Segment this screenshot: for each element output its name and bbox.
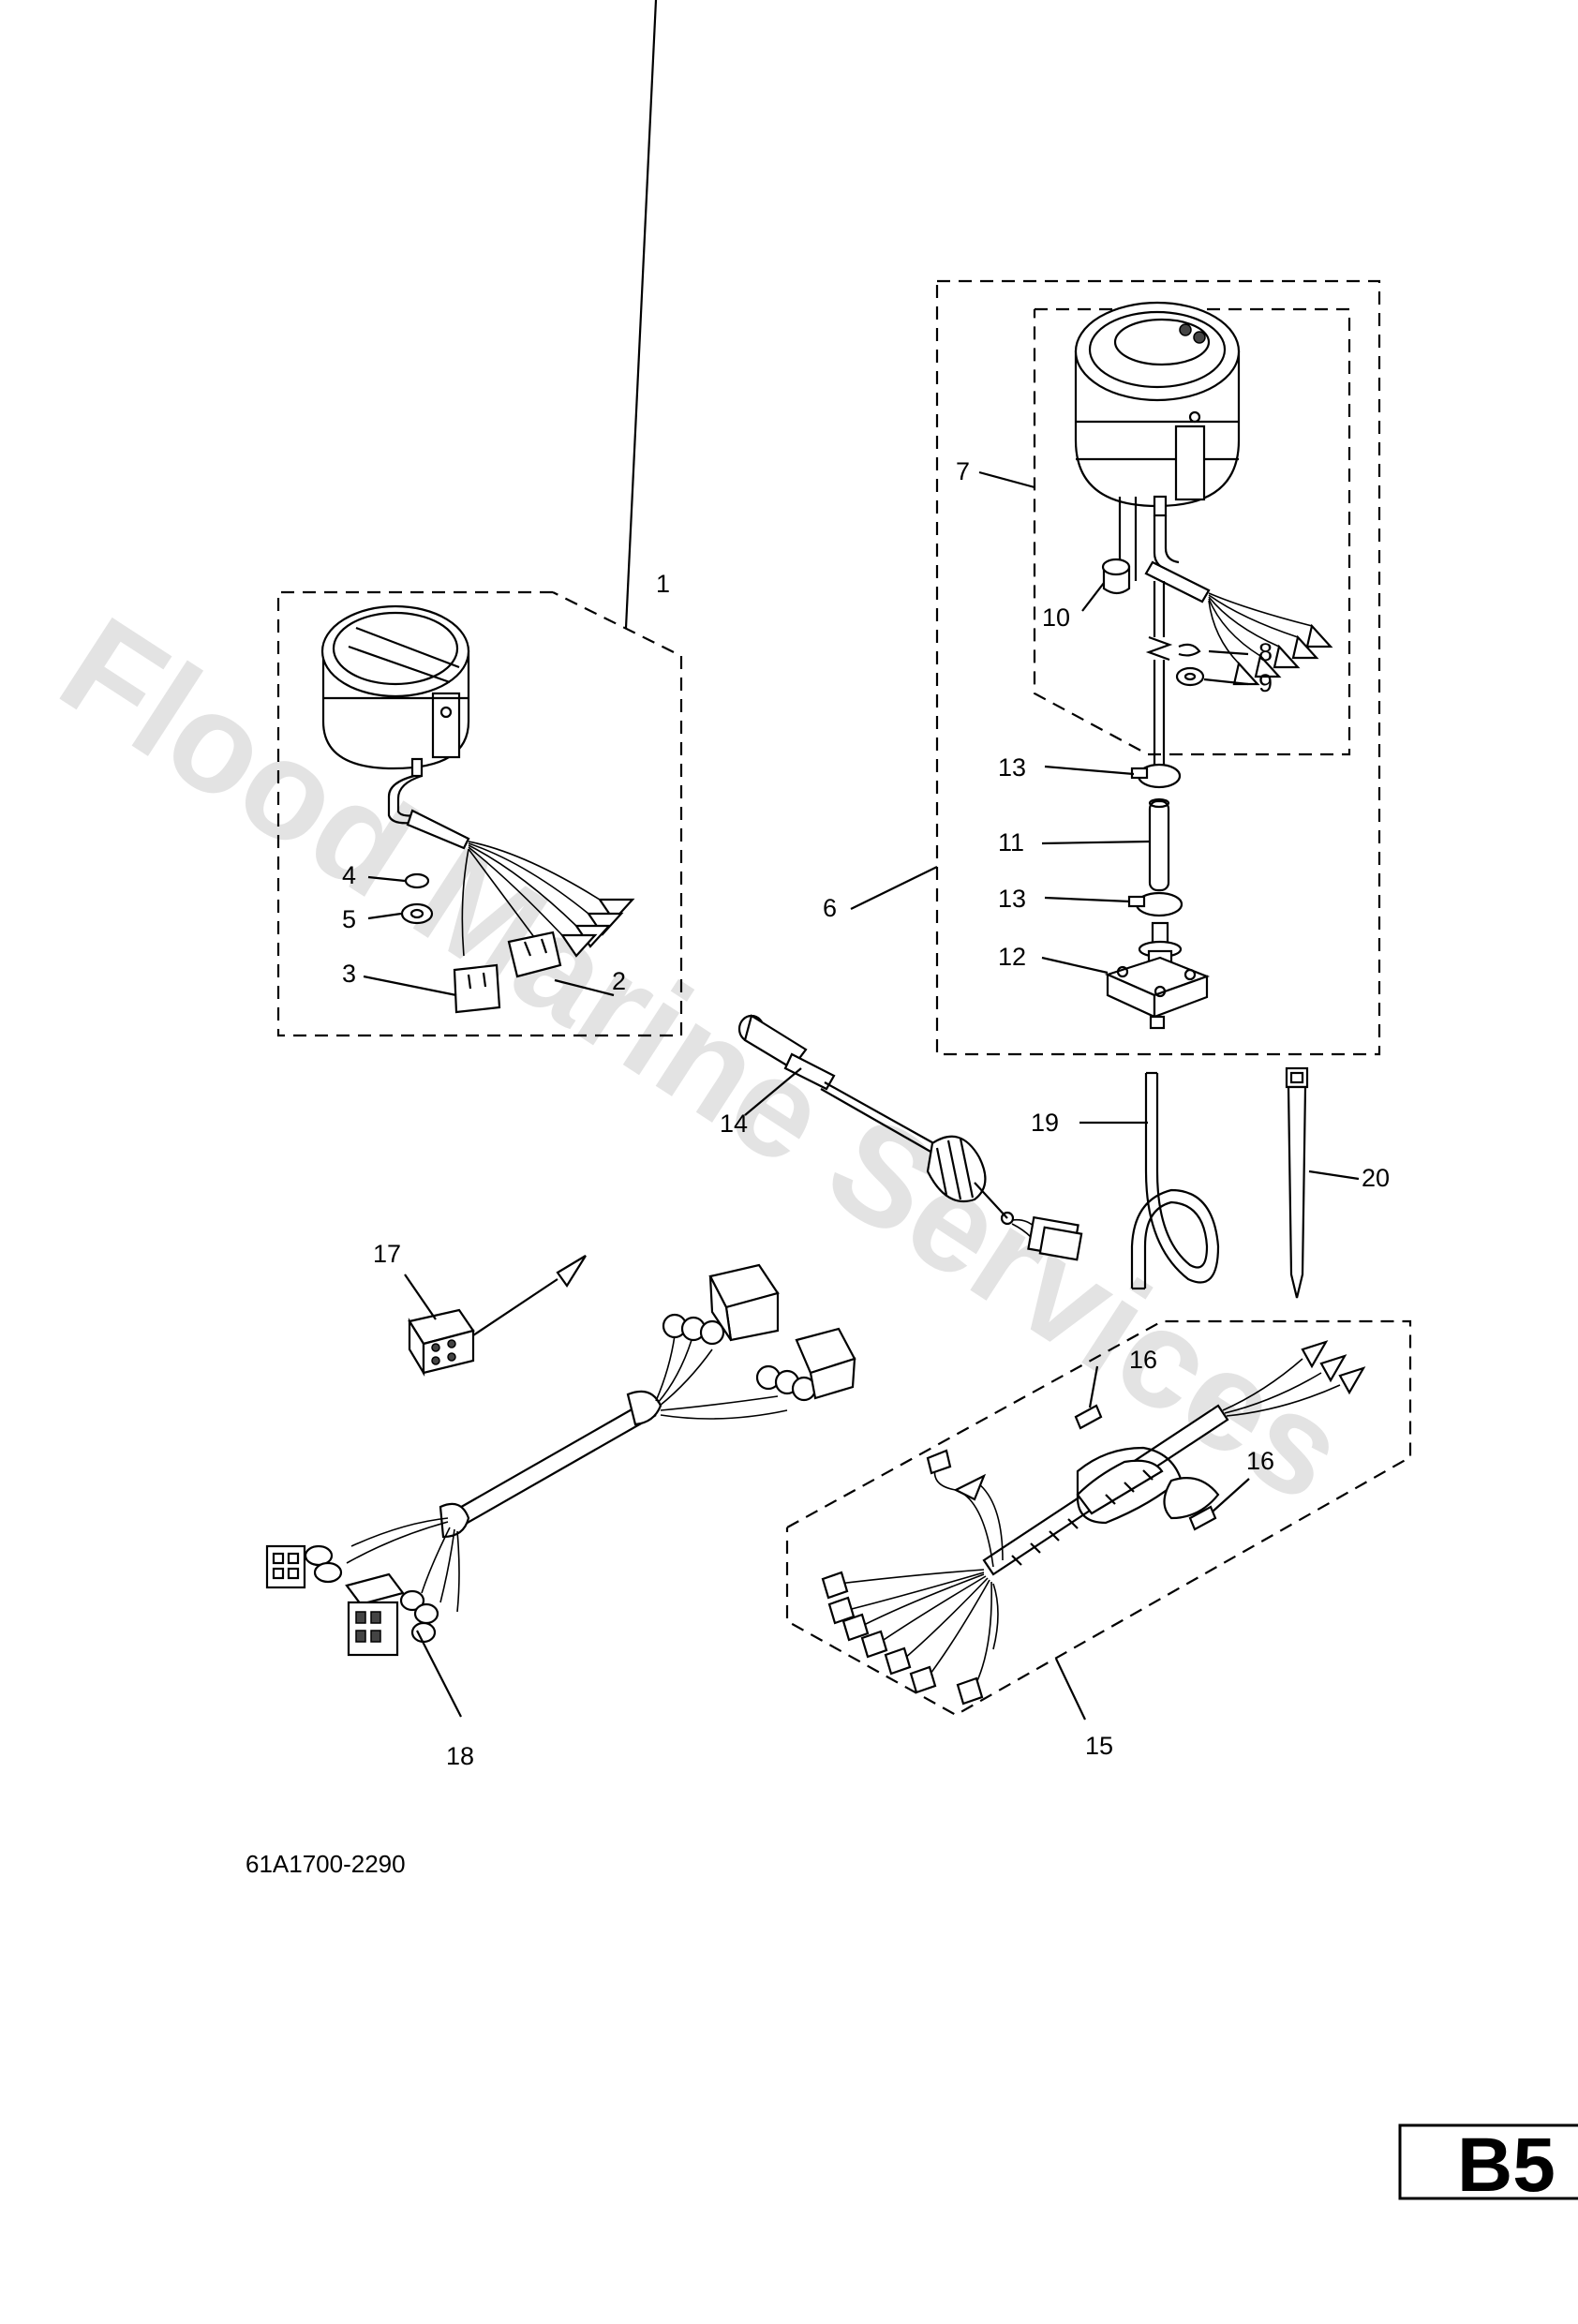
callout-12: 12	[998, 943, 1026, 971]
callout-5: 5	[342, 905, 356, 933]
callout-11: 11	[998, 828, 1024, 857]
gauge-assembly-1	[276, 590, 683, 1037]
harness-kit-15	[785, 1319, 1412, 1717]
callout-1: 1	[656, 570, 670, 598]
document-number: 61A1700-2290	[246, 1850, 406, 1878]
callout-4: 4	[342, 861, 356, 889]
tube-19	[1130, 1071, 1220, 1290]
callout-17: 17	[373, 1240, 401, 1268]
callout-labels: 1 2 3 4 5 6 7 8 9 10 11 12 13 13 14 15 1…	[342, 457, 1390, 1770]
cable-tie-20	[1285, 1066, 1309, 1299]
watermark: Flood Marine Services	[36, 587, 1373, 1531]
callout-9: 9	[1258, 669, 1273, 697]
callout-14: 14	[720, 1110, 748, 1138]
callout-2: 2	[612, 967, 626, 995]
callout-15: 15	[1085, 1732, 1113, 1760]
harness-18	[265, 1263, 856, 1657]
callout-6: 6	[823, 894, 837, 922]
callout-7: 7	[956, 457, 970, 485]
page-tag: B5	[1457, 2123, 1556, 2208]
callout-8: 8	[1258, 638, 1273, 666]
callout-19: 19	[1031, 1109, 1059, 1137]
coupler-17	[408, 1255, 587, 1377]
callout-10: 10	[1042, 603, 1070, 632]
callout-13-upper: 13	[998, 753, 1026, 782]
callout-18: 18	[446, 1742, 474, 1770]
callout-16-lower: 16	[1246, 1447, 1274, 1475]
leader-lines	[363, 0, 1360, 1721]
callout-13-lower: 13	[998, 885, 1026, 913]
sensor-lead-14	[737, 1014, 1083, 1261]
page-tag-box: B5	[1398, 2123, 1578, 2208]
callout-16-upper: 16	[1129, 1346, 1157, 1374]
callout-3: 3	[342, 960, 356, 988]
callout-20: 20	[1362, 1164, 1390, 1192]
meter-assembly-6	[935, 279, 1381, 1056]
